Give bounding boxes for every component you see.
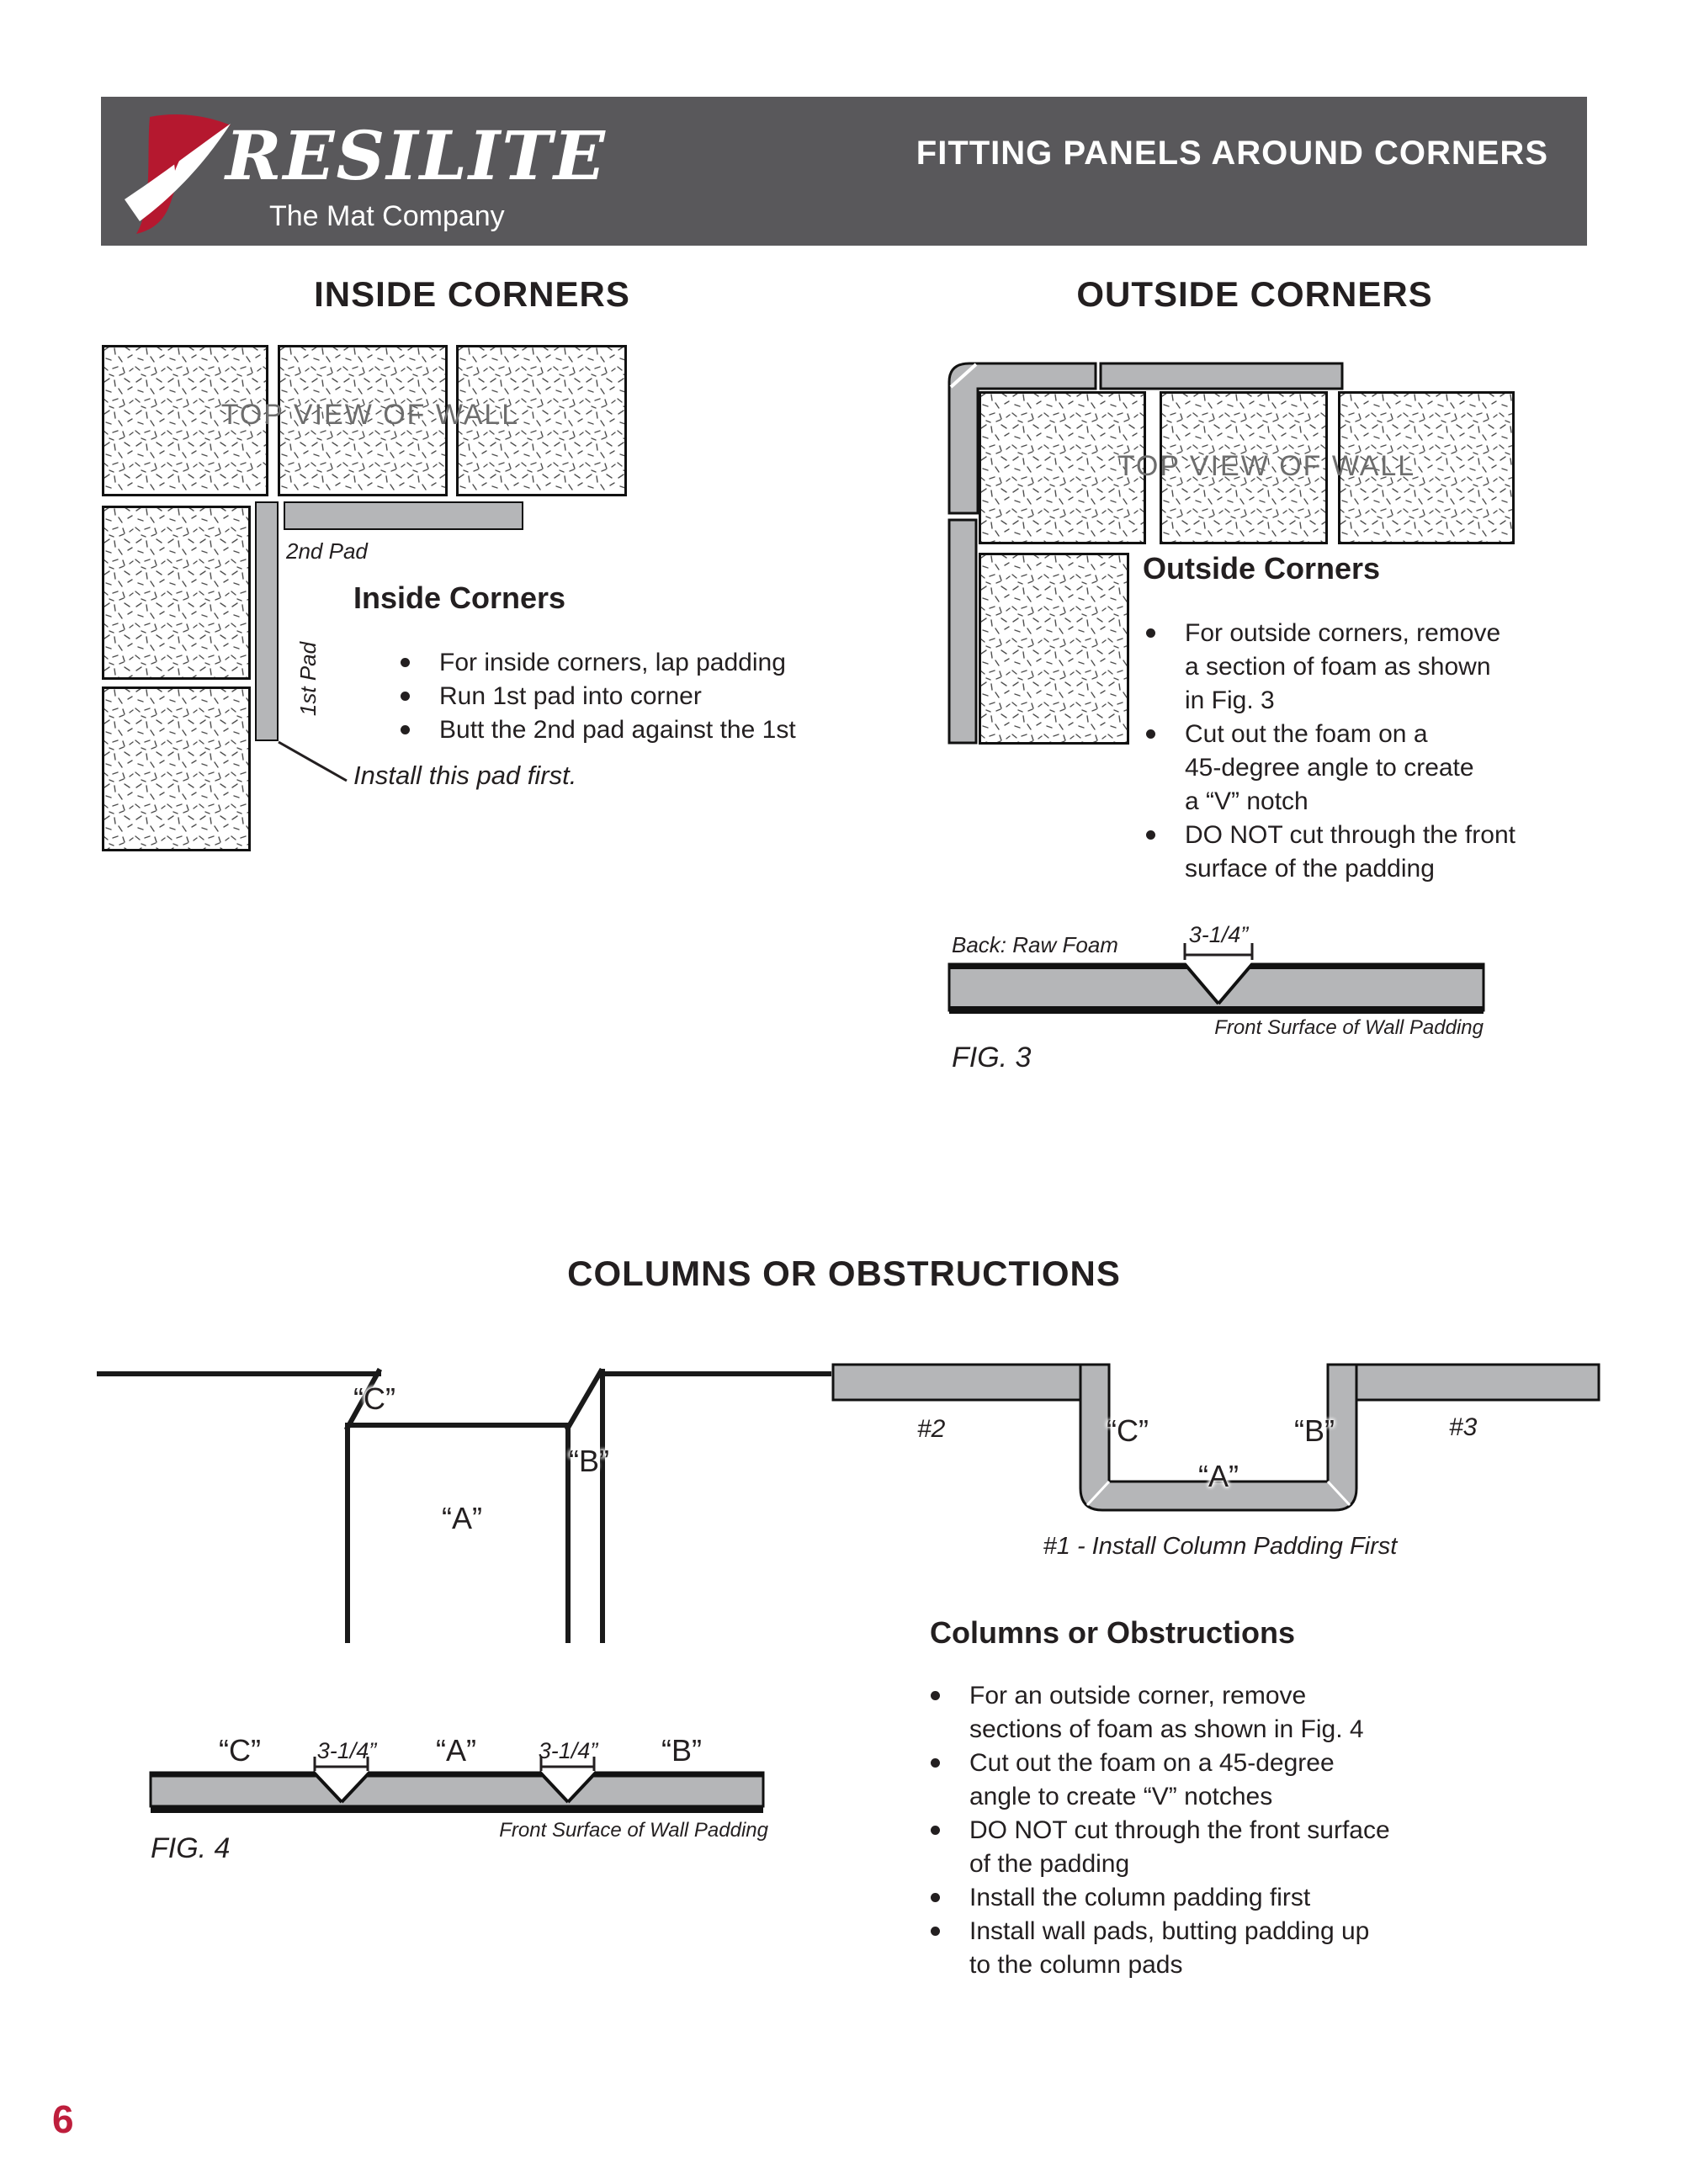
wall-pad xyxy=(1099,362,1344,390)
bullet-dot xyxy=(931,1927,940,1936)
fig3-front-label: Front Surface of Wall Padding xyxy=(1214,1016,1484,1039)
bullet-text: DO NOT cut through the front surface xyxy=(969,1816,1390,1844)
column-pad-u-channel xyxy=(1079,1363,1358,1512)
bullet-dot xyxy=(931,1691,940,1700)
bullet-dot xyxy=(1146,729,1155,739)
top-view-of-wall-label: TOP VIEW OF WALL xyxy=(220,399,520,431)
fig4-label-c: “C” xyxy=(219,1733,261,1768)
outside-corner-pad xyxy=(948,362,1344,745)
label-a: “A” xyxy=(1198,1459,1239,1493)
page-number: 6 xyxy=(52,2097,74,2141)
wall-panel xyxy=(456,345,627,496)
bullet-dot xyxy=(401,658,410,667)
second-pad-label: 2nd Pad xyxy=(286,538,368,564)
label-number3: #3 xyxy=(1449,1413,1478,1441)
bullet-text: Butt the 2nd pad against the 1st xyxy=(439,716,796,744)
inside-corners-title: INSIDE CORNERS xyxy=(314,274,630,314)
install-first-note: Install this pad first. xyxy=(353,761,577,790)
wall-panel xyxy=(102,686,251,851)
bullet-text: a “V” notch xyxy=(1185,787,1308,815)
bullet-text: For outside corners, remove xyxy=(1185,619,1501,647)
bullet-text: Cut out the foam on a xyxy=(1185,720,1428,748)
wall-panel xyxy=(979,391,1146,544)
first-pad-label: 1st Pad xyxy=(295,641,321,717)
bullet-text: For inside corners, lap padding xyxy=(439,649,786,676)
first-pad xyxy=(255,501,279,741)
bullet-text: Install the column padding first xyxy=(969,1884,1311,1911)
label-c: “C” xyxy=(1107,1413,1149,1448)
bullet-text: DO NOT cut through the front xyxy=(1185,821,1515,849)
outside-corners-title: OUTSIDE CORNERS xyxy=(1076,274,1433,314)
bullet-dot xyxy=(1146,830,1155,840)
wall-pad xyxy=(1355,1363,1600,1402)
bullet-text: angle to create “V” notches xyxy=(969,1783,1273,1810)
top-view-of-wall-label: TOP VIEW OF WALL xyxy=(1117,450,1416,482)
label-c: “C” xyxy=(353,1381,395,1416)
column-outline-diagram xyxy=(97,1367,831,1643)
bullet-text: a section of foam as shown xyxy=(1185,653,1491,681)
second-pad xyxy=(284,501,523,530)
bullet-dot xyxy=(931,1826,940,1835)
bullet-text: Run 1st pad into corner xyxy=(439,682,702,710)
label-b: “B” xyxy=(1294,1413,1335,1448)
inside-corners-bullets: For inside corners, lap padding Run 1st … xyxy=(395,646,796,747)
bullet-text: of the padding xyxy=(969,1850,1130,1878)
bullet-text: surface of the padding xyxy=(1185,855,1435,883)
page-title: FITTING PANELS AROUND CORNERS xyxy=(916,135,1548,172)
outside-corners-bullets: For outside corners, remove a section of… xyxy=(1141,617,1515,886)
column-padding-diagram xyxy=(831,1363,1600,1512)
fig4-caption: FIG. 4 xyxy=(151,1832,231,1864)
resilite-swoosh-icon xyxy=(125,114,231,234)
bullet-dot xyxy=(401,692,410,701)
label-a: “A” xyxy=(442,1501,482,1535)
bullet-text: For an outside corner, remove xyxy=(969,1682,1307,1710)
wall-panel xyxy=(1160,391,1328,544)
logo-wordmark: RESILITE xyxy=(226,116,607,195)
fig3-diagram xyxy=(948,943,1485,1014)
fig4-label-b: “B” xyxy=(661,1733,702,1768)
fig4-dim2: 3-1/4” xyxy=(538,1738,598,1763)
fig4-front-label: Front Surface of Wall Padding xyxy=(499,1819,768,1842)
wall-panel xyxy=(979,553,1129,745)
bullet-text: sections of foam as shown in Fig. 4 xyxy=(969,1715,1364,1743)
fig3-dim-label: 3-1/4” xyxy=(1188,922,1249,947)
fig4-label-a: “A” xyxy=(436,1733,476,1768)
bullet-text: 45-degree angle to create xyxy=(1185,754,1474,782)
wall-panel xyxy=(102,345,268,496)
label-b: “B” xyxy=(569,1444,609,1478)
columns-bullets: For an outside corner, remove sections o… xyxy=(926,1679,1390,1982)
bullet-dot xyxy=(1146,628,1155,638)
leader-line xyxy=(278,740,348,782)
wall-pad xyxy=(831,1363,1082,1402)
wall-panel xyxy=(102,506,251,680)
install-column-first-caption: #1 - Install Column Padding First xyxy=(1043,1533,1398,1560)
bullet-text: in Fig. 3 xyxy=(1185,686,1275,714)
bullet-dot xyxy=(401,725,410,734)
wall-pad xyxy=(948,518,978,745)
inside-corners-heading: Inside Corners xyxy=(353,580,566,615)
wall-panel xyxy=(1338,391,1515,544)
header-banner xyxy=(101,97,1587,246)
fig3-back-label: Back: Raw Foam xyxy=(952,932,1118,957)
bullet-text: to the column pads xyxy=(969,1951,1183,1979)
wall-panel xyxy=(278,345,448,496)
fig3-caption: FIG. 3 xyxy=(952,1042,1032,1073)
bullet-dot xyxy=(931,1893,940,1902)
bullet-dot xyxy=(931,1758,940,1768)
bullet-text: Cut out the foam on a 45-degree xyxy=(969,1749,1335,1777)
columns-heading: Columns or Obstructions xyxy=(930,1615,1296,1650)
fig4-diagram xyxy=(149,1757,765,1813)
outside-corners-heading: Outside Corners xyxy=(1143,551,1381,586)
label-number2: #2 xyxy=(917,1415,946,1443)
bullet-text: Install wall pads, butting padding up xyxy=(969,1917,1370,1945)
columns-title: COLUMNS OR OBSTRUCTIONS xyxy=(567,1254,1121,1293)
logo-tagline: The Mat Company xyxy=(269,200,505,232)
